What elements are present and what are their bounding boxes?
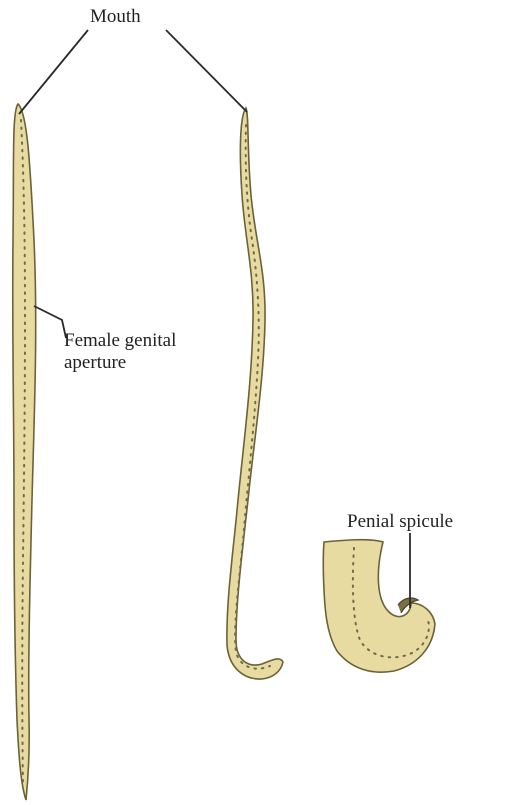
male-tail-enlarged (323, 540, 435, 672)
male-worm (227, 108, 283, 679)
male-tail-body (323, 540, 435, 672)
mouth-leader-left (19, 30, 88, 114)
male-worm-body (227, 108, 283, 679)
female-genital-aperture-line2: aperture (64, 352, 176, 374)
penial-spicule-label: Penial spicule (347, 511, 453, 533)
female-worm (13, 104, 36, 800)
female-genital-aperture-label: Female genital aperture (64, 330, 176, 374)
mouth-label: Mouth (90, 6, 141, 28)
female-genital-aperture-line1: Female genital (64, 330, 176, 352)
mouth-leader-right (166, 30, 247, 112)
female-aperture-leader (34, 306, 66, 338)
